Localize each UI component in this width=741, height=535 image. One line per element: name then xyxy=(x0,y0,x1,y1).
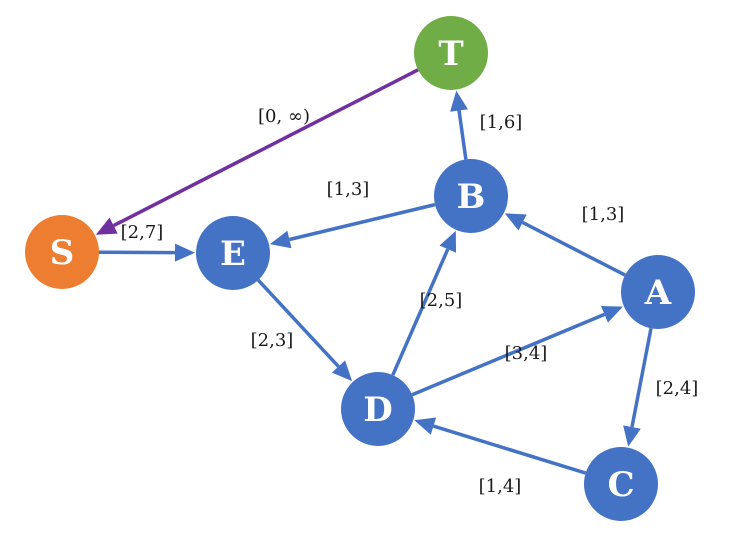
node-label: D xyxy=(363,390,392,430)
edge-labels-layer: [0, ∞) [2,7] [1,3] [1,6] [1,3] [2,5] [2,3] [3,4… xyxy=(121,106,699,497)
node-circle xyxy=(196,216,270,290)
node-label: C xyxy=(607,465,634,505)
node-label: T xyxy=(438,34,463,74)
arrowhead-icon xyxy=(174,243,196,262)
edge-a-b xyxy=(504,213,626,277)
edge-line xyxy=(630,328,653,428)
edge-s-e xyxy=(98,243,196,262)
edge-label: [2,7] xyxy=(121,222,164,243)
node-b: B xyxy=(434,159,508,233)
node-s: S xyxy=(25,215,99,289)
edge-t-s xyxy=(95,68,419,235)
arrowhead-icon xyxy=(601,306,623,323)
edge-e-d xyxy=(256,278,353,382)
arrowhead-icon xyxy=(269,230,292,249)
arrowhead-icon xyxy=(95,217,118,235)
edge-a-c xyxy=(623,328,653,447)
edge-label: [1,6] xyxy=(480,112,523,133)
edge-label: [2,5] xyxy=(420,290,463,311)
node-e: E xyxy=(196,216,270,290)
edge-line xyxy=(457,110,468,160)
node-circle xyxy=(341,372,415,446)
edge-label: [2,4] xyxy=(656,378,699,399)
arrowhead-icon xyxy=(439,230,457,253)
edge-b-e xyxy=(269,202,436,249)
arrowhead-icon xyxy=(504,213,527,231)
node-c: C xyxy=(584,447,658,521)
edge-line xyxy=(256,278,340,368)
node-circle xyxy=(584,447,658,521)
node-label: S xyxy=(50,233,75,273)
node-label: E xyxy=(220,234,246,274)
node-d: D xyxy=(341,372,415,446)
edge-d-a xyxy=(411,306,623,397)
edge-label: [2,3] xyxy=(251,330,294,351)
node-t: T xyxy=(414,16,488,90)
edge-b-t xyxy=(450,90,468,160)
node-circle xyxy=(414,16,488,90)
edge-label: [0, ∞) xyxy=(258,106,310,127)
edge-c-d xyxy=(414,417,587,475)
edge-label: [1,4] xyxy=(479,476,522,497)
arrowhead-icon xyxy=(331,360,353,382)
arrowhead-icon xyxy=(450,90,468,112)
edge-line xyxy=(112,68,419,228)
node-circle xyxy=(621,255,695,329)
edge-label: [3,4] xyxy=(505,343,548,364)
edges-layer xyxy=(95,68,653,475)
edge-line xyxy=(432,424,587,475)
edge-label: [1,3] xyxy=(327,179,370,200)
edge-line xyxy=(411,312,606,397)
edge-line xyxy=(391,248,450,376)
edge-d-b xyxy=(391,230,457,376)
node-a: A xyxy=(621,255,695,329)
arrowhead-icon xyxy=(623,425,641,447)
node-circle xyxy=(25,215,99,289)
edge-line xyxy=(288,202,436,242)
edge-label: [1,3] xyxy=(582,204,625,225)
edge-line xyxy=(521,220,626,277)
arrowhead-icon xyxy=(414,417,437,435)
nodes-layer: S T E B A D C xyxy=(25,16,695,521)
node-label: B xyxy=(457,177,486,217)
node-label: A xyxy=(644,273,672,313)
node-circle xyxy=(434,159,508,233)
